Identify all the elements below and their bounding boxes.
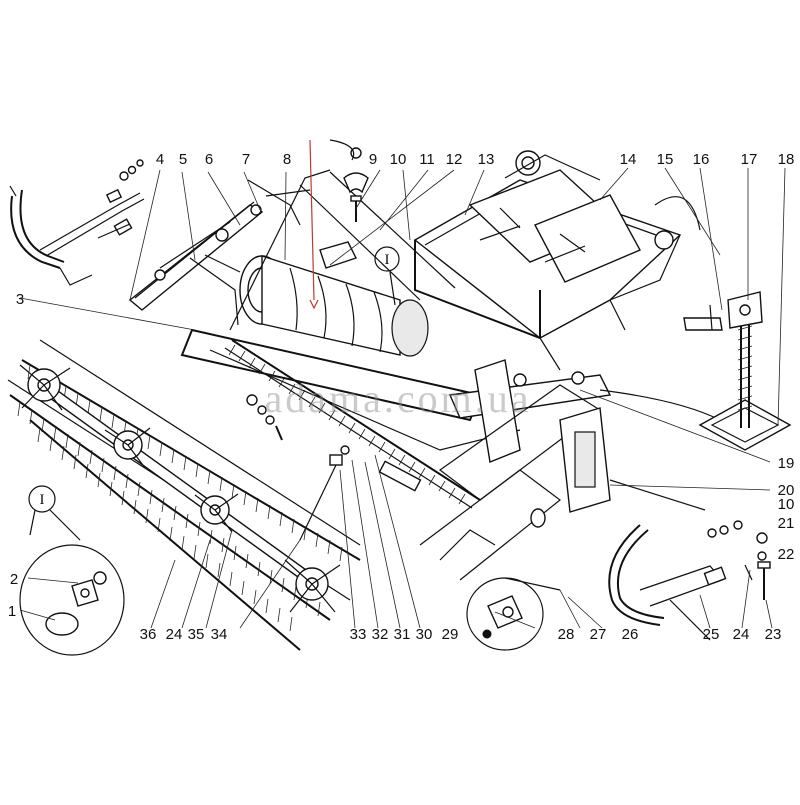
lower-rod-assembly xyxy=(608,520,771,641)
callout-31: 31 xyxy=(394,626,411,643)
callout-10-lower: 10 xyxy=(778,496,795,513)
callout-19: 19 xyxy=(778,455,795,472)
leader-red xyxy=(309,139,315,301)
callout-10: 10 xyxy=(390,151,407,168)
callout-2: 2 xyxy=(10,571,18,588)
callout-6: 6 xyxy=(205,151,213,168)
callout-4: 4 xyxy=(156,151,164,168)
callout-23: 23 xyxy=(765,626,782,643)
detail-I-centre xyxy=(374,246,400,306)
callout-11: 11 xyxy=(419,151,435,168)
callout-15: 15 xyxy=(657,151,674,168)
callout-35: 35 xyxy=(188,626,205,643)
callout-29: 29 xyxy=(442,626,459,643)
callout-34: 34 xyxy=(211,626,228,643)
detail-I-circle xyxy=(19,485,125,656)
callout-20: 20 xyxy=(778,482,795,499)
lift-frame xyxy=(419,359,721,581)
header-side-arm xyxy=(128,179,311,326)
leader-red-arrow xyxy=(309,299,319,310)
detail-28-29 xyxy=(466,577,561,651)
callout-24: 24 xyxy=(733,626,750,643)
callout-7: 7 xyxy=(242,151,250,168)
callout-27: 27 xyxy=(590,626,607,643)
leader-lines xyxy=(19,167,786,629)
callout-25: 25 xyxy=(703,626,720,643)
callout-36: 36 xyxy=(140,626,157,643)
callout-14: 14 xyxy=(620,151,637,168)
support-jack xyxy=(683,291,792,451)
callout-1: 1 xyxy=(8,603,16,620)
feed-auger xyxy=(239,241,429,357)
reel-assembly xyxy=(7,339,361,651)
watermark-text: adama.com.ua xyxy=(265,376,532,421)
callout-8: 8 xyxy=(283,151,291,168)
callout-12: 12 xyxy=(446,151,463,168)
callout-labels: 4 5 6 7 8 9 10 11 12 13 14 15 16 17 18 3… xyxy=(8,151,795,643)
divider-rod-assembly xyxy=(9,159,145,286)
detail-marker-I-left: I xyxy=(40,492,45,508)
cutter-bolts xyxy=(246,394,283,441)
callout-22: 22 xyxy=(778,546,795,563)
feeder-housing xyxy=(413,150,701,371)
callout-28: 28 xyxy=(558,626,575,643)
callout-17: 17 xyxy=(741,151,758,168)
callout-33: 33 xyxy=(350,626,367,643)
callout-30: 30 xyxy=(416,626,433,643)
callout-5: 5 xyxy=(179,151,187,168)
callout-9: 9 xyxy=(369,151,377,168)
callout-24-left: 24 xyxy=(166,626,183,643)
callout-26: 26 xyxy=(622,626,639,643)
bolt-9-10 xyxy=(329,139,369,222)
callout-3: 3 xyxy=(16,291,24,308)
callout-18: 18 xyxy=(778,151,795,168)
callout-32: 32 xyxy=(372,626,389,643)
callout-21: 21 xyxy=(778,515,795,532)
callout-16: 16 xyxy=(693,151,710,168)
callout-13: 13 xyxy=(478,151,495,168)
detail-marker-I-centre: I xyxy=(385,252,390,268)
